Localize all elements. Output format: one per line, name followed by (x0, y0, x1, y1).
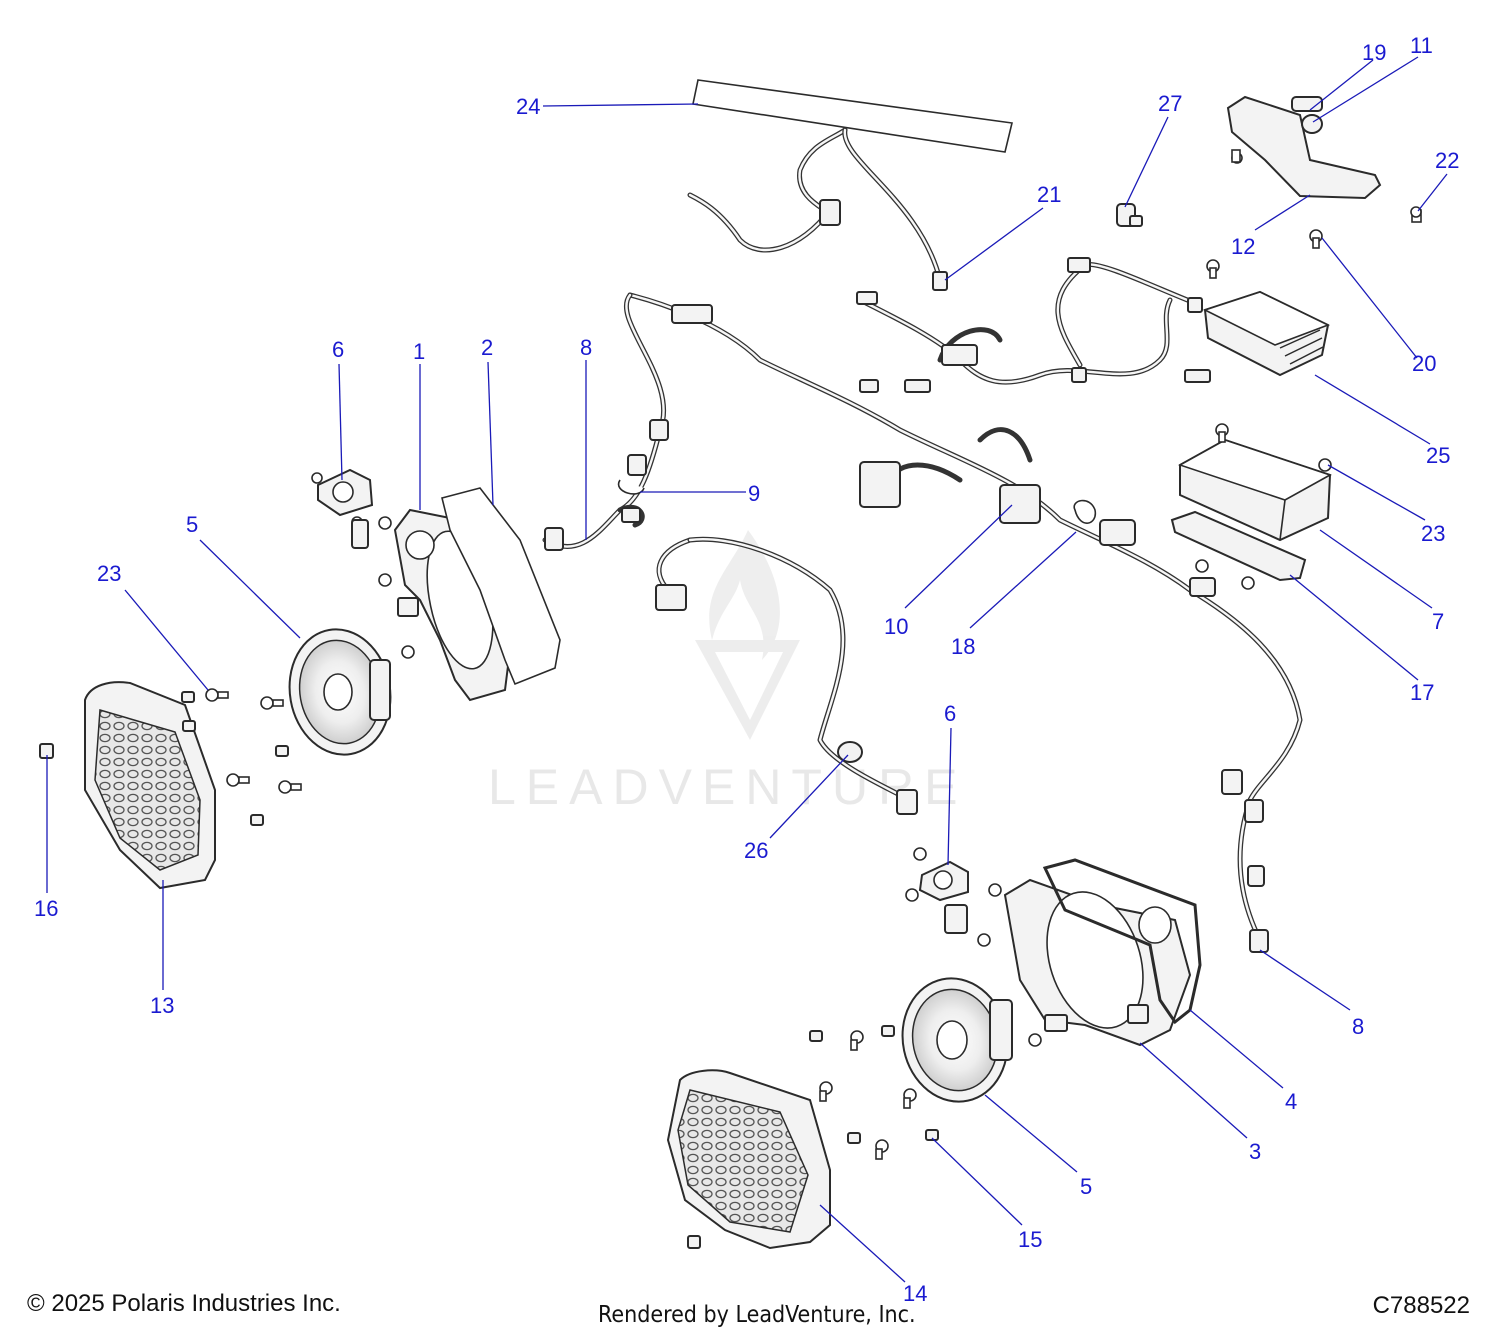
callout-label: 23 (1421, 521, 1445, 546)
callout-label: 15 (1018, 1227, 1042, 1252)
callout-label: 27 (1158, 91, 1182, 116)
callout-label: 8 (1352, 1014, 1364, 1039)
mounting-bracket-12 (1226, 95, 1382, 200)
callout-label: 14 (903, 1281, 927, 1306)
left-fasteners (181, 516, 415, 826)
tweeter-6-left (311, 468, 374, 549)
callout-label: 26 (744, 838, 768, 863)
copyright-text: © 2025 Polaris Industries Inc. (27, 1290, 341, 1317)
callout-label: 1 (413, 339, 425, 364)
callout-label: 24 (516, 94, 540, 119)
callout-label: 21 (1037, 182, 1061, 207)
callout-label: 9 (748, 481, 760, 506)
callout-label: 12 (1231, 234, 1255, 259)
grille-14 (666, 1069, 831, 1250)
callout-label: 6 (332, 337, 344, 362)
amplifier-25 (1184, 290, 1331, 383)
callout-label: 10 (884, 614, 908, 639)
callout-label: 25 (1426, 443, 1450, 468)
rendered-by-text: Rendered by LeadVenture, Inc. (598, 1302, 916, 1328)
callout-label: 5 (1080, 1174, 1092, 1199)
callout-label: 5 (186, 512, 198, 537)
callout-labels: 24 27 19 11 22 21 12 6 1 2 8 20 25 9 5 2… (34, 33, 1459, 1306)
watermark-text: LEADVENTURE (488, 759, 968, 815)
callout-label: 18 (951, 634, 975, 659)
callout-label: 17 (1410, 680, 1434, 705)
callout-label: 2 (481, 335, 493, 360)
diagram-code: C788522 (1372, 1292, 1470, 1319)
callout-label: 3 (1249, 1139, 1261, 1164)
gasket-4 (1042, 858, 1202, 1025)
harness-connectors (544, 199, 1269, 953)
bracket-17 (1170, 510, 1307, 582)
module-7 (1178, 438, 1332, 542)
tweeter-6-right (905, 847, 969, 934)
callout-label: 4 (1285, 1089, 1297, 1114)
speaker-5-right (901, 977, 1013, 1103)
callout-label: 11 (1410, 33, 1433, 58)
callout-label: 23 (97, 561, 121, 586)
screws-group (1195, 229, 1332, 590)
callout-label: 7 (1432, 609, 1444, 634)
callout-label: 6 (944, 701, 956, 726)
callout-label: 13 (150, 993, 174, 1018)
callout-label: 19 (1362, 40, 1386, 65)
grille-13 (84, 681, 216, 890)
callout-label: 20 (1412, 351, 1436, 376)
speaker-5-left (288, 628, 392, 756)
speaker-adapter-3 (1003, 878, 1192, 1047)
screw-22 (1410, 206, 1422, 223)
watermark-logo: LEADVENTURE (488, 530, 968, 815)
connector-27 (1116, 203, 1143, 227)
callout-label: 8 (580, 335, 592, 360)
gasket-2 (441, 487, 561, 686)
leader-lines (46, 56, 1448, 1283)
right-fasteners (809, 883, 1042, 1160)
callout-label: 16 (34, 896, 58, 921)
callout-label: 22 (1435, 148, 1459, 173)
bracket-strip-24 (692, 79, 1013, 153)
